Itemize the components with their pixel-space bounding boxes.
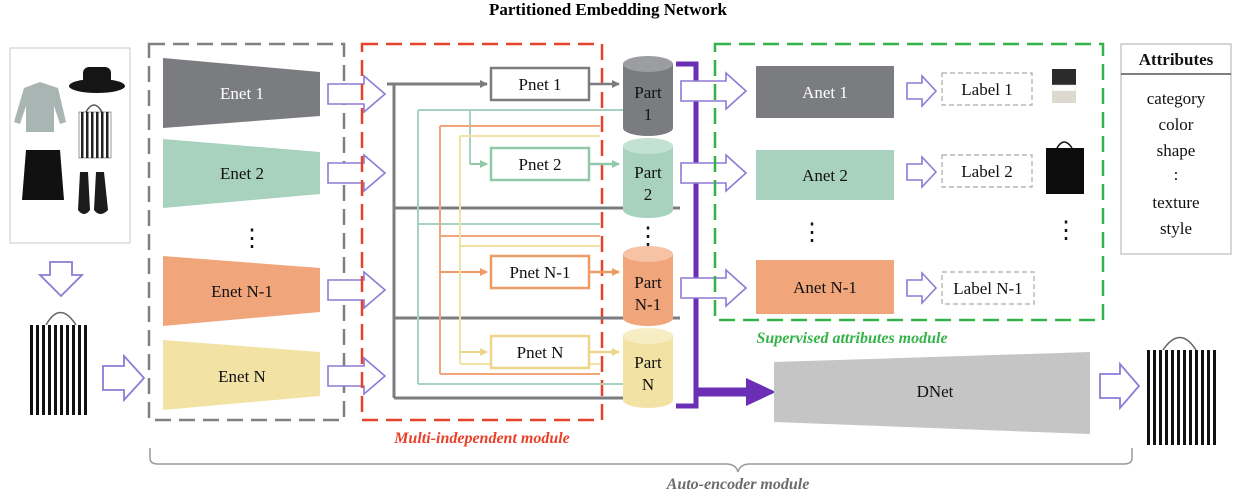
enet-2: Enet 2 — [163, 139, 320, 208]
output-striped-bag-image — [1145, 336, 1217, 445]
anet-1-to-label-1-arrow — [906, 73, 938, 109]
enet-n-1: Enet N-1 — [163, 256, 320, 326]
enet-n-1-label: Enet N-1 — [211, 282, 273, 301]
dnet-to-output-arrow — [1099, 361, 1141, 411]
anet-n-1-to-label-n-1-arrow — [906, 270, 938, 306]
attributes-heading: Attributes — [1139, 50, 1214, 69]
part-n-1-label-line2: N-1 — [635, 295, 661, 314]
outfit-image-panel — [9, 47, 131, 244]
pnet-n: Pnet N — [489, 334, 591, 370]
auto-encoder-module-caption: Auto-encoder module — [666, 476, 810, 493]
part-2-label-line2: 2 — [644, 185, 653, 204]
enet-n: Enet N — [163, 340, 320, 410]
routing-lines-gray — [387, 80, 680, 400]
enet-n-arrow — [327, 356, 387, 396]
label-2-text: Label 2 — [961, 162, 1012, 181]
label-n-1-text: Label N-1 — [953, 279, 1022, 298]
part-2-cylinder: Part 2 — [623, 138, 673, 218]
label-1-color-swatch — [1051, 69, 1077, 103]
diagram-title: Partitioned Embedding Network — [489, 0, 728, 19]
anet-2-to-label-2-arrow — [906, 154, 938, 190]
pnet-2: Pnet 2 — [489, 146, 591, 182]
attributes-panel: Attributes category color shape : textur… — [1120, 43, 1232, 255]
enet-2-arrow — [327, 153, 387, 193]
anet-ellipsis: ⋮ — [800, 220, 824, 246]
label-ellipsis: ⋮ — [1054, 218, 1078, 244]
part-n-1-label-line1: Part — [634, 273, 662, 292]
supervised-module-caption: Supervised attributes module — [756, 330, 947, 347]
enet-1-arrow — [327, 74, 387, 114]
supervised-attributes-module-box — [713, 42, 1105, 322]
label-2: Label 2 — [941, 154, 1033, 188]
input-to-encoder-arrow — [102, 353, 146, 403]
part-ellipsis: ⋮ — [636, 224, 660, 250]
outfit-hat-image — [69, 67, 125, 93]
label-n-1: Label N-1 — [941, 271, 1035, 305]
attribute-item: style — [1160, 219, 1192, 238]
attribute-item: category — [1147, 89, 1206, 108]
pnet-n-1-label: Pnet N-1 — [510, 263, 571, 282]
attribute-item: texture — [1152, 193, 1199, 212]
anet-1: Anet 1 — [756, 66, 894, 118]
enet-n-1-arrow — [327, 270, 387, 310]
part-1-cylinder: Part 1 — [623, 56, 673, 136]
part-n-1-to-anet-n-1-arrow — [680, 268, 748, 308]
pnet-1: Pnet 1 — [489, 66, 591, 102]
part-n-cylinder: Part N — [623, 328, 673, 408]
enet-n-label: Enet N — [218, 367, 266, 386]
attribute-item: color — [1159, 115, 1194, 134]
attribute-item: : — [1174, 165, 1179, 184]
encoder-group-box — [147, 42, 346, 422]
routing-lines-orange — [439, 125, 600, 375]
routing-lines-green — [417, 109, 640, 385]
pnet-n-label: Pnet N — [517, 343, 564, 362]
enet-ellipsis: ⋮ — [240, 226, 264, 252]
input-down-arrow — [37, 261, 85, 298]
dnet-label: DNet — [917, 382, 954, 401]
enet-2-label: Enet 2 — [220, 164, 264, 183]
anet-2: Anet 2 — [756, 150, 894, 200]
part-2-label-line1: Part — [634, 163, 662, 182]
outfit-striped-bag-image — [78, 104, 112, 159]
anet-n-1: Anet N-1 — [756, 260, 894, 314]
multi-independent-module-box — [360, 42, 604, 422]
auto-encoder-brace — [149, 448, 1133, 473]
anet-2-label: Anet 2 — [802, 166, 848, 185]
outfit-cardigan-image — [14, 82, 66, 132]
attribute-item: shape — [1157, 141, 1196, 160]
parts-to-dnet-connector — [676, 61, 776, 409]
part-1-to-anet-1-arrow — [680, 71, 748, 111]
anet-n-1-label: Anet N-1 — [793, 278, 857, 297]
input-striped-bag-image — [28, 311, 90, 415]
dnet-decoder: DNet — [774, 352, 1090, 434]
anet-1-label: Anet 1 — [802, 83, 848, 102]
part-n-label-line1: Part — [634, 353, 662, 372]
multi-independent-module-caption: Multi-independent module — [393, 430, 570, 447]
pnet-n-1: Pnet N-1 — [489, 254, 591, 290]
enet-1-label: Enet 1 — [220, 84, 264, 103]
part-n-1-cylinder: Part N-1 — [623, 246, 673, 326]
pnet-2-label: Pnet 2 — [519, 155, 562, 174]
outfit-skirt-image — [22, 150, 64, 200]
label-1-text: Label 1 — [961, 80, 1012, 99]
part-n-label-line2: N — [642, 375, 654, 394]
outfit-shoes-image — [78, 172, 108, 214]
part-2-to-anet-2-arrow — [680, 153, 748, 193]
part-1-label-line2: 1 — [644, 105, 653, 124]
label-2-bag-image — [1046, 141, 1084, 194]
label-1: Label 1 — [941, 72, 1033, 106]
enet-1: Enet 1 — [163, 58, 320, 128]
pnet-1-label: Pnet 1 — [519, 75, 562, 94]
part-1-label-line1: Part — [634, 83, 662, 102]
